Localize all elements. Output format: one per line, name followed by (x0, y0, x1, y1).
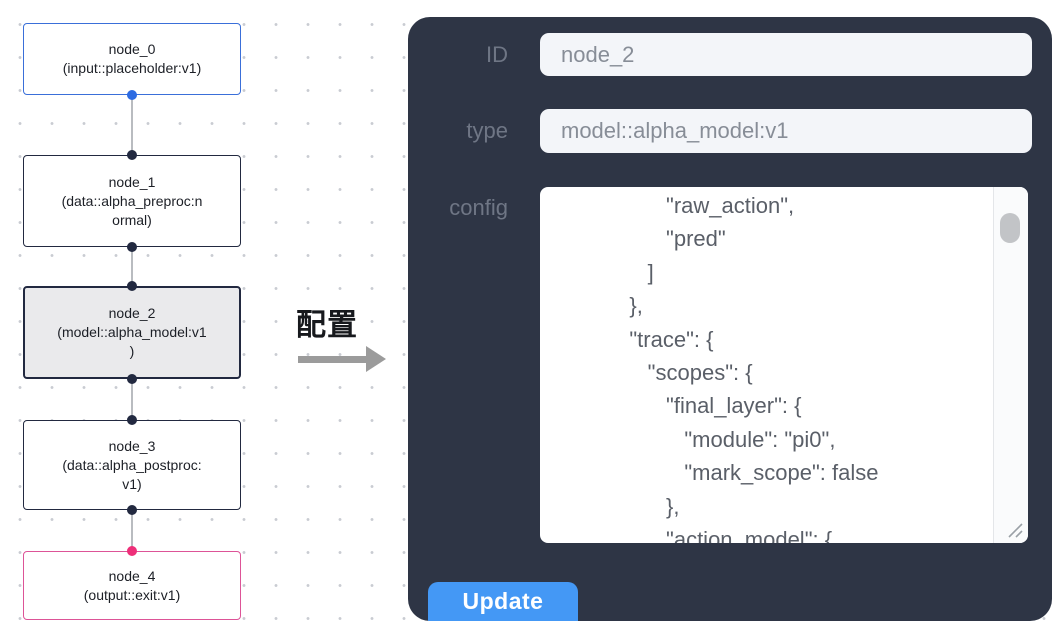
output-port[interactable] (127, 374, 137, 384)
annotation-label: 配置 (296, 309, 358, 342)
edge-connector (131, 247, 133, 286)
edge-connector (131, 379, 133, 420)
node-label-line: (output::exit:v1) (83, 586, 181, 603)
scrollbar-track[interactable] (993, 187, 1028, 543)
edge-connector (131, 95, 133, 155)
node-label-line: v1) (122, 475, 142, 492)
graph-canvas[interactable]: node_0(input::placeholder:v1)node_1(data… (0, 0, 400, 643)
node-label-line: node_4 (108, 567, 156, 584)
resize-handle-icon[interactable] (1005, 522, 1023, 538)
update-button[interactable]: Update (428, 582, 578, 621)
annotation-group: 配置 (296, 300, 396, 372)
graph-node-node_2[interactable]: node_2(model::alpha_model:v1) (23, 286, 241, 379)
type-label: type (466, 118, 508, 143)
node-label-line: (data::alpha_postproc: (62, 456, 202, 473)
graph-node-node_3[interactable]: node_3(data::alpha_postproc:v1) (23, 420, 241, 510)
node-label-line: ) (129, 343, 135, 359)
output-port[interactable] (127, 90, 137, 100)
right-arrow-icon (298, 346, 390, 372)
node-label-line: ormal) (112, 211, 152, 228)
config-json-text: "raw_action", "pred" ] }, "trace": { "sc… (629, 193, 879, 543)
config-label: config (449, 195, 508, 220)
id-label: ID (486, 41, 508, 67)
graph-node-node_0[interactable]: node_0(input::placeholder:v1) (23, 23, 241, 95)
node-label-line: (input::placeholder:v1) (62, 60, 202, 76)
type-input[interactable] (540, 109, 1032, 153)
config-textarea[interactable]: "raw_action", "pred" ] }, "trace": { "sc… (540, 187, 1028, 543)
edge-connector (131, 510, 133, 551)
node-label-line: (model::alpha_model:v1 (57, 324, 207, 340)
input-port[interactable] (127, 150, 137, 160)
node-label-line: (data::alpha_preproc:n (61, 192, 203, 209)
input-port[interactable] (127, 415, 137, 425)
graph-node-node_4[interactable]: node_4(output::exit:v1) (23, 551, 241, 620)
node-label-line: node_1 (108, 173, 156, 190)
node-label-line: node_0 (108, 41, 156, 57)
input-port[interactable] (127, 546, 137, 556)
node-label-line: node_2 (108, 305, 156, 321)
id-input[interactable] (540, 33, 1032, 76)
input-port[interactable] (127, 281, 137, 291)
config-panel: ID type config "raw_action", "pred" ] },… (408, 17, 1052, 621)
output-port[interactable] (127, 505, 137, 515)
scrollbar-thumb[interactable] (1000, 213, 1020, 243)
node-label-line: node_3 (108, 437, 156, 454)
output-port[interactable] (127, 242, 137, 252)
